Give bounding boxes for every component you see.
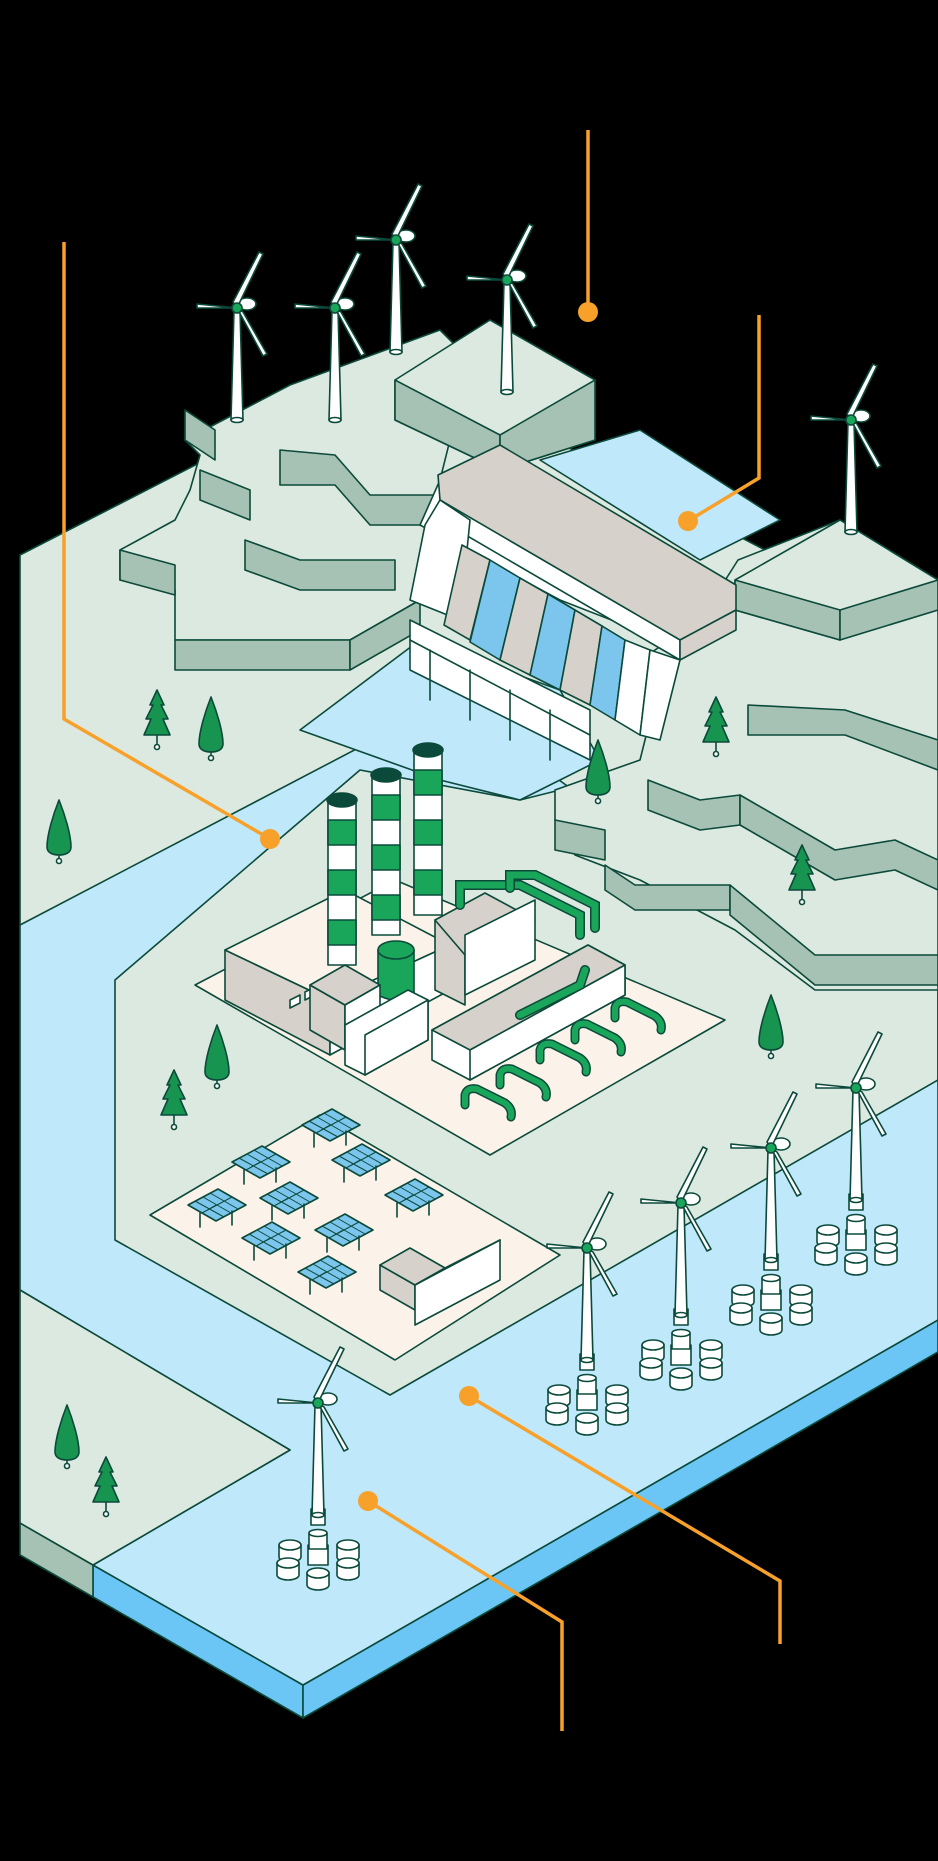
hydroelectric-dam-icon <box>409 444 737 761</box>
callout-offshore-wind[interactable] <box>459 1386 782 1644</box>
solar-farm-icon <box>149 1108 561 1361</box>
callout-dot-icon[interactable] <box>260 829 280 849</box>
wind-turbine-icon <box>355 183 427 356</box>
thermal-power-plant-icon <box>194 742 726 1156</box>
callout-dot-icon[interactable] <box>358 1491 378 1511</box>
wind-turbine-icon <box>196 251 268 424</box>
callout-hydro-dam[interactable] <box>678 315 761 531</box>
callout-land[interactable] <box>62 242 280 849</box>
callout-dot-icon[interactable] <box>459 1386 479 1406</box>
callout-water[interactable] <box>358 1491 564 1731</box>
callout-wind-on-hills[interactable] <box>578 130 598 322</box>
smokestack <box>370 767 402 936</box>
smokestack <box>412 742 444 916</box>
callout-dot-icon[interactable] <box>678 511 698 531</box>
wind-turbine-icon <box>810 363 882 536</box>
smokestack <box>326 792 358 966</box>
terraced-hills-right <box>554 519 938 991</box>
callout-dot-icon[interactable] <box>578 302 598 322</box>
